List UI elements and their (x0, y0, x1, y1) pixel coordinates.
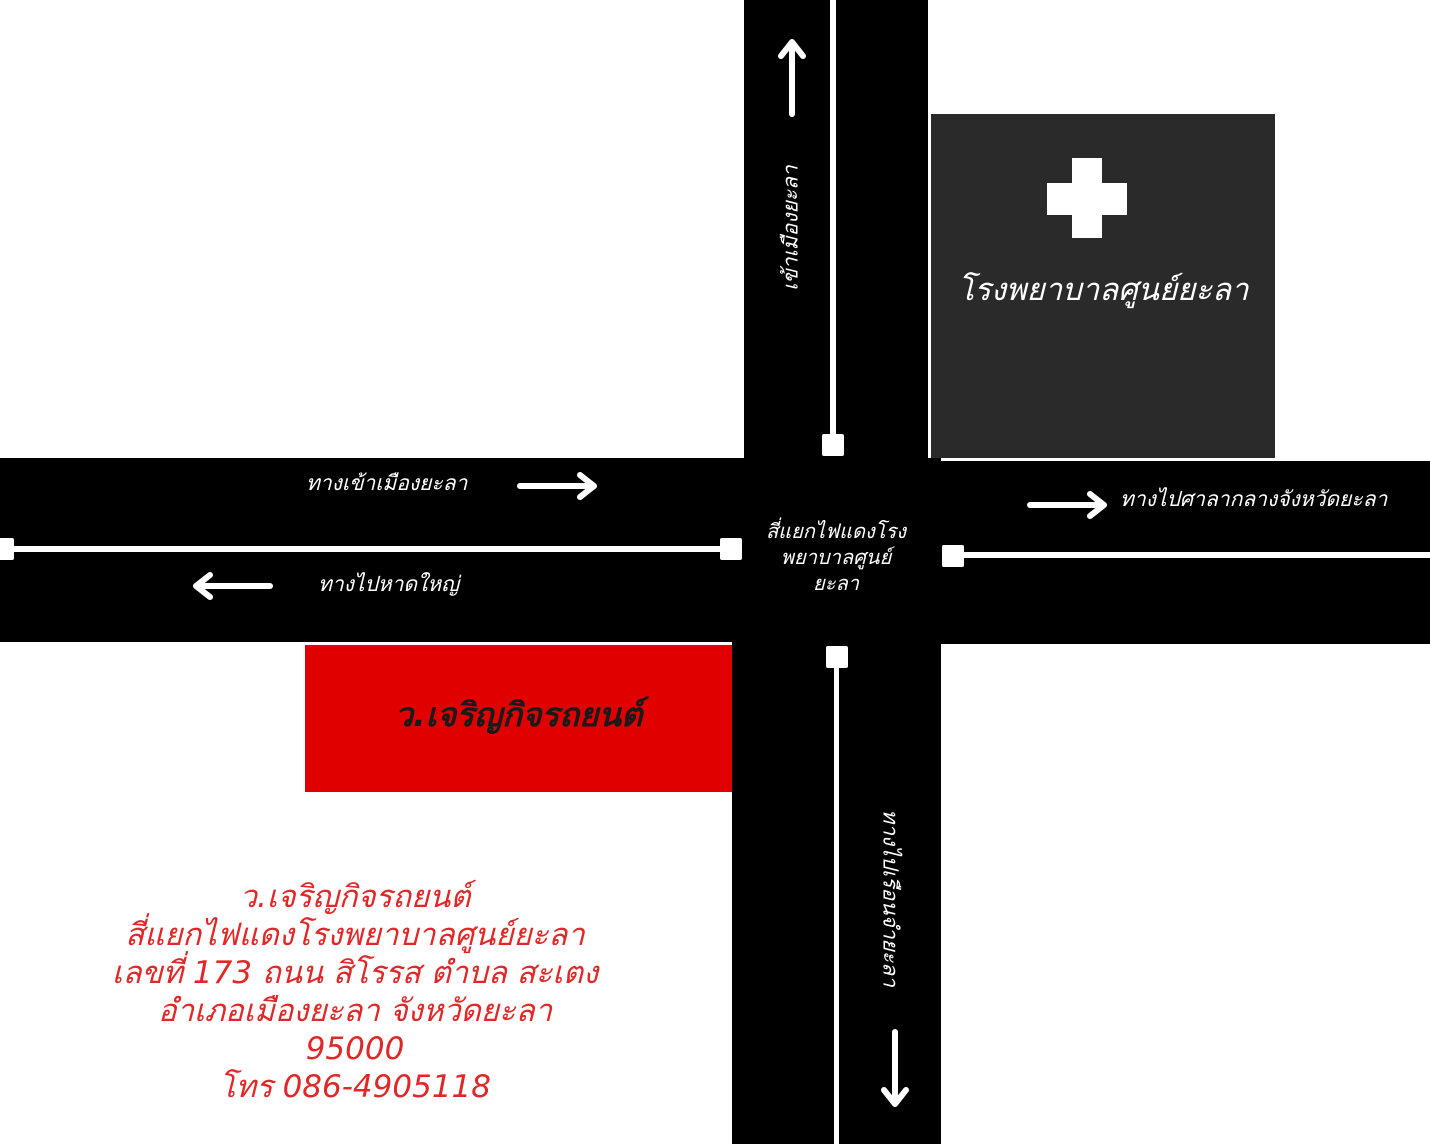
road-label-south: ทางไปเรือนจำยะลา (878, 809, 903, 987)
intersection-label-line: พยาบาลศูนย์ (780, 545, 892, 569)
arrow-up-icon (778, 39, 806, 117)
lane-marker-south (826, 646, 848, 668)
medical-cross-icon (1047, 158, 1129, 240)
address-line: อำเภอเมืองยะลา จังหวัดยะลา (157, 993, 553, 1029)
lane-marker-west (720, 538, 742, 560)
lane-line-west (0, 546, 730, 552)
intersection-label-line: สี่แยกไฟแดงโรง (765, 519, 907, 543)
arrow-left-icon (193, 572, 273, 600)
arrow-right-icon (1027, 491, 1107, 519)
arrow-right-icon (517, 472, 597, 500)
road-label-north: เข้าเมืองยะลา (778, 165, 803, 291)
address-line: เลขที่ 173 ถนน สิโรรส ตำบล สะเตง (111, 955, 599, 991)
address-block: ว.เจริญกิจรถยนต์ สี่แยกไฟแดงโรงพยาบาลศูน… (60, 878, 650, 1106)
lane-line-north (830, 0, 836, 440)
road-north (744, 0, 928, 470)
address-line: ว.เจริญกิจรถยนต์ (239, 879, 471, 915)
road-intersection (744, 458, 941, 644)
lane-marker-north (822, 434, 844, 456)
road-label-west-top: ทางเข้าเมืองยะลา (306, 471, 468, 495)
road-label-east: ทางไปศาลากลางจังหวัดยะลา (1120, 487, 1388, 511)
lane-line-south (834, 662, 839, 1144)
lane-line-east (955, 552, 1430, 558)
lane-marker-west-end (0, 538, 14, 560)
arrow-down-icon (881, 1029, 909, 1107)
hospital-name: โรงพยาบาลศูนย์ยะลา (957, 272, 1249, 308)
address-line: โทร 086-4905118 (218, 1069, 491, 1105)
address-line: สี่แยกไฟแดงโรงพยาบาลศูนย์ยะลา (125, 917, 585, 953)
shop-location: ว.เจริญกิจรถยนต์ (305, 645, 732, 792)
road-label-west-bottom: ทางไปหาดใหญ่ (318, 572, 460, 596)
hospital-building: โรงพยาบาลศูนย์ยะลา (931, 114, 1275, 458)
intersection-label: สี่แยกไฟแดงโรง พยาบาลศูนย์ ยะลา (744, 518, 928, 596)
address-line: 95000 (305, 1031, 405, 1067)
shop-name: ว.เจริญกิจรถยนต์ (394, 695, 643, 734)
lane-marker-east (942, 545, 964, 567)
intersection-label-line: ยะลา (813, 571, 859, 595)
